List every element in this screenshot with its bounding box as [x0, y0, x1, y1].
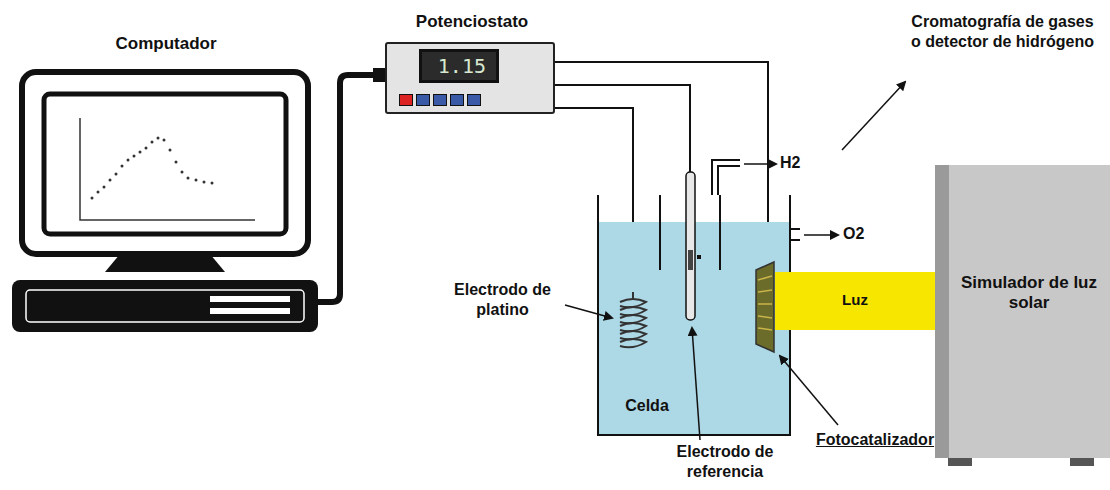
button: [399, 94, 413, 106]
sun-simulator: Simulador de luz solar: [935, 165, 1110, 458]
button: [416, 94, 430, 106]
gas-label: O2: [843, 224, 883, 244]
part-label: Celda: [612, 396, 682, 416]
node-text: Simulador de luz solar: [959, 273, 1099, 314]
instrument-label: Cromatografía de gases o detector de hid…: [905, 12, 1100, 52]
gas-label: H2: [780, 153, 820, 173]
computer-illustration: [12, 72, 318, 332]
plug: [373, 68, 385, 82]
node-text: 1.15: [419, 49, 499, 83]
cable: [310, 75, 385, 302]
part-label: Electrodo de platino: [440, 280, 565, 320]
potentiostat: Potenciostato1.15: [385, 42, 555, 114]
button: [467, 94, 481, 106]
node-text: Luz: [775, 291, 935, 309]
node-text: Potenciostato: [367, 12, 577, 32]
part-label: Fotocatalizador: [800, 430, 950, 450]
light-beam: Luz: [775, 272, 935, 330]
computer: Computador: [10, 40, 322, 336]
node-text: Computador: [10, 34, 322, 54]
button: [433, 94, 447, 106]
button: [450, 94, 464, 106]
part-label: Electrodo de referencia: [645, 442, 805, 482]
